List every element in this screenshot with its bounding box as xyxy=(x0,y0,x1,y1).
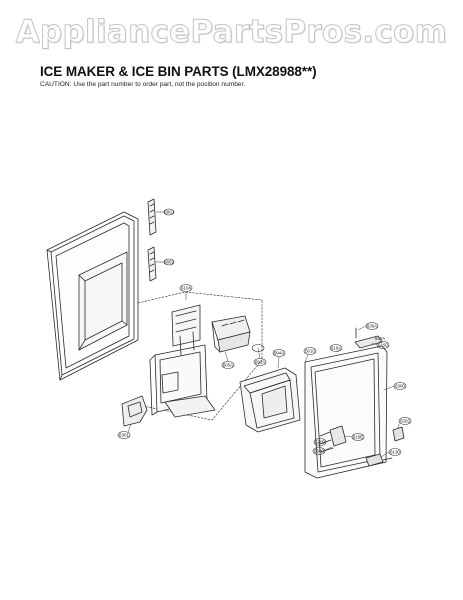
callout-label: 6130 xyxy=(390,450,400,455)
callout-label: 6302 xyxy=(400,419,410,424)
callout-label: 6200 xyxy=(315,440,325,445)
callout-label: 630A xyxy=(367,324,377,329)
callout-labels: 680J 6802 6104 665A 692A 694A 5010 616A … xyxy=(119,210,410,455)
caution-note: CAUTION: Use the part number to order pa… xyxy=(40,81,246,88)
callout-label: 6104 xyxy=(181,286,191,291)
callout-label: 615E xyxy=(353,435,363,440)
callout-label: 680J xyxy=(164,210,174,215)
callout-label: 6500 xyxy=(314,449,324,454)
callout-label: 616A xyxy=(331,346,341,351)
callout-label: 5010 xyxy=(305,349,315,354)
callout-label: 6150 xyxy=(378,343,388,348)
part-680J xyxy=(147,198,175,236)
callout-label: 692A xyxy=(255,360,265,365)
ice-maker xyxy=(211,315,265,353)
ice-bin xyxy=(239,367,301,433)
part-6802 xyxy=(147,246,175,282)
callout-label: 665A xyxy=(223,363,233,368)
ice-maker-bracket xyxy=(149,304,216,418)
door-hardware xyxy=(354,327,405,467)
callout-ellipses xyxy=(117,284,412,456)
callout-label: 6802 xyxy=(164,260,174,265)
door-liner xyxy=(46,211,139,381)
diverter xyxy=(121,395,148,427)
callout-label: 6300 xyxy=(395,384,405,389)
watermark: AppliancePartsPros.com xyxy=(15,14,448,51)
page-title: ICE MAKER & ICE BIN PARTS (LMX28988**) xyxy=(40,64,317,79)
callout-label: 630A xyxy=(375,336,385,341)
callout-label: 694A xyxy=(274,351,284,356)
ice-door xyxy=(304,345,388,479)
callout-label: 6301 xyxy=(119,433,129,438)
